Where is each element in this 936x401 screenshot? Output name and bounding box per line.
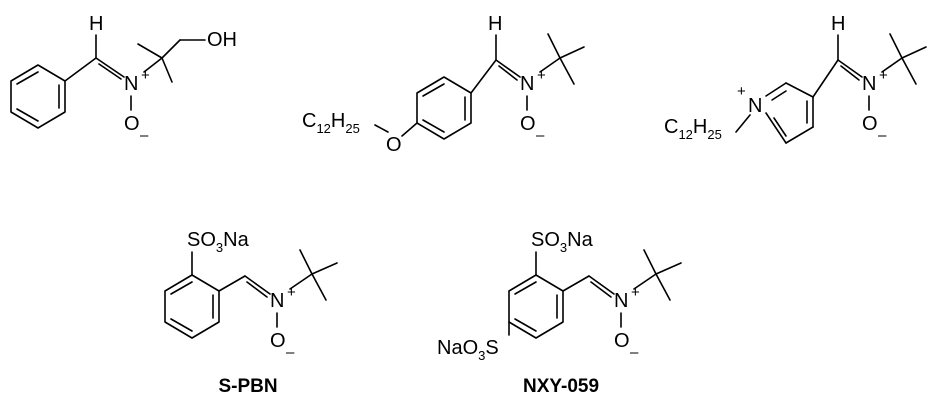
atom-o: O xyxy=(614,330,630,352)
bond xyxy=(562,275,590,292)
ring-bond xyxy=(765,112,787,144)
methyl-bond xyxy=(559,57,575,85)
double-bond xyxy=(590,281,612,298)
bond xyxy=(881,57,903,73)
label-c: C12H25 xyxy=(302,110,360,136)
charge-minus: – xyxy=(140,127,149,144)
atom-n: N xyxy=(520,73,534,95)
charge-minus: – xyxy=(878,127,887,144)
methyl-bond xyxy=(889,33,903,59)
structure-dodecyloxy-pbn: C12H25 O H N + O – xyxy=(302,13,585,156)
atom-o: O xyxy=(862,113,878,135)
methyl-bond xyxy=(161,57,173,83)
label-c: C12H25 xyxy=(664,116,722,142)
methyl-bond xyxy=(655,262,682,275)
label-naso3: NaO3S xyxy=(437,337,499,363)
bond xyxy=(218,275,246,292)
double-bond xyxy=(837,59,863,78)
atom-h: H xyxy=(831,13,845,35)
atom-oh: OH xyxy=(207,29,237,51)
bond xyxy=(401,122,418,137)
methyl-bond xyxy=(559,46,585,59)
charge-minus: – xyxy=(536,127,545,144)
ring-bond xyxy=(765,82,787,97)
methyl-bond xyxy=(311,273,327,301)
methyl-bond xyxy=(643,249,657,275)
bond xyxy=(161,39,181,59)
bond xyxy=(289,273,313,290)
atom-h: H xyxy=(89,13,103,35)
ring-double-bond xyxy=(514,281,537,295)
atom-o-ether: O xyxy=(386,134,402,156)
double-bond xyxy=(498,65,518,81)
atom-o: O xyxy=(270,330,286,352)
structure-pyridinium-nitrone: C12H25 + N H N + O – xyxy=(664,13,927,144)
double-bond xyxy=(246,281,268,298)
double-bond xyxy=(840,65,860,81)
ring-bond xyxy=(785,126,814,144)
bond xyxy=(812,59,839,98)
label-so3na: SO3Na xyxy=(531,229,594,255)
charge-plus: + xyxy=(287,284,296,301)
benzene-ring xyxy=(164,274,220,339)
methyl-bond xyxy=(655,273,671,301)
bond xyxy=(633,273,657,290)
ring-double-bond xyxy=(773,117,787,137)
double-bond xyxy=(588,275,615,295)
atom-n: N xyxy=(862,73,876,95)
bond xyxy=(539,57,561,73)
bond xyxy=(470,59,497,94)
atom-n: N xyxy=(270,290,284,312)
caption-s-pbn: S-PBN xyxy=(218,376,277,397)
benzene-ring xyxy=(416,76,472,140)
charge-minus: – xyxy=(630,344,639,361)
atom-h: H xyxy=(488,13,502,35)
structure-s-pbn: SO3Na N + O – S-PBN xyxy=(164,229,338,397)
label-so3na: SO3Na xyxy=(187,229,250,255)
bond xyxy=(143,57,163,73)
methyl-bond xyxy=(137,43,163,59)
caption-nxy-059: NXY-059 xyxy=(523,376,599,397)
benzene-ring xyxy=(508,274,564,339)
charge-plus: + xyxy=(537,67,546,84)
charge-plus: + xyxy=(631,284,640,301)
ring-double-bond xyxy=(422,119,445,133)
bond xyxy=(64,57,97,82)
ring-double-bond xyxy=(16,71,39,85)
methyl-bond xyxy=(547,33,561,59)
bond xyxy=(374,124,389,133)
charge-plus: + xyxy=(879,67,888,84)
double-bond xyxy=(244,275,271,295)
ring-double-bond xyxy=(170,318,193,332)
atom-o: O xyxy=(124,113,140,135)
atom-n: N xyxy=(124,73,138,95)
ring-double-bond xyxy=(422,83,445,97)
double-bond xyxy=(495,59,521,78)
bond xyxy=(735,114,751,133)
atom-o: O xyxy=(520,113,536,135)
charge-minus: – xyxy=(286,344,295,361)
ring-bond xyxy=(785,82,814,98)
methyl-bond xyxy=(901,57,917,85)
atom-n: N xyxy=(614,290,628,312)
ring-double-bond xyxy=(514,318,537,332)
atom-n-ring: N xyxy=(748,95,762,117)
double-bond xyxy=(95,57,125,78)
methyl-bond xyxy=(901,46,927,59)
benzene-ring xyxy=(10,64,66,129)
ring-double-bond xyxy=(771,90,787,101)
methyl-bond xyxy=(299,249,313,275)
charge-plus: + xyxy=(141,67,150,84)
methyl-bond xyxy=(311,262,338,275)
double-bond xyxy=(98,63,122,80)
structure-hydroxy-pbn: H N + O – OH xyxy=(10,13,237,144)
ring-charge-plus: + xyxy=(737,83,746,100)
ring-double-bond xyxy=(16,108,39,122)
structure-nxy-059: SO3Na NaO3S N + O – NXY-059 xyxy=(437,229,682,397)
ring-double-bond xyxy=(170,281,193,295)
